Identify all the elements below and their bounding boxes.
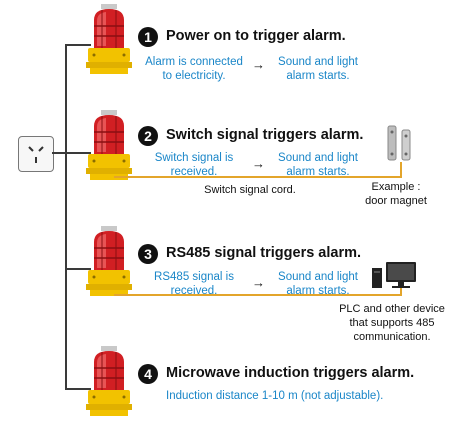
connector-line	[65, 44, 67, 390]
step-cause: Alarm is connected to electricity.	[145, 56, 243, 82]
step-cause: Switch signal is received.	[154, 152, 234, 178]
switch-signal-cord	[114, 176, 402, 178]
alarm-lamp-icon	[84, 226, 134, 305]
alarm-lamp-icon	[84, 4, 134, 83]
step-number-badge: 4	[138, 364, 158, 384]
arrow-icon: →	[252, 57, 265, 72]
step-number-badge: 1	[138, 27, 158, 47]
rs485-signal-cord	[114, 294, 402, 296]
device-label: PLC and other device that supports 485 c…	[339, 303, 445, 343]
step-number-badge: 2	[138, 126, 158, 146]
step-title: RS485 signal triggers alarm.	[166, 245, 362, 261]
switch-signal-cord	[400, 162, 402, 178]
step-effect: Sound and light alarm starts.	[278, 56, 358, 82]
step-number-badge: 3	[138, 244, 158, 264]
cord-label: Switch signal cord.	[204, 184, 296, 196]
device-label: Example : door magnet	[365, 181, 427, 207]
step-effect: Sound and light alarm starts.	[278, 152, 358, 178]
connector-line	[52, 152, 66, 154]
step-title: Power on to trigger alarm.	[166, 28, 346, 44]
arrow-icon: →	[252, 275, 265, 290]
alarm-lamp-icon	[84, 110, 134, 189]
step-title: Switch signal triggers alarm.	[166, 127, 364, 143]
step-note: Induction distance 1-10 m (not adjustabl…	[166, 390, 384, 402]
connector-line	[65, 152, 91, 154]
rs485-signal-cord	[400, 284, 402, 296]
connector-line	[65, 388, 91, 390]
arrow-icon: →	[252, 156, 265, 171]
door-magnet-icon	[386, 124, 416, 169]
connector-line	[65, 44, 91, 46]
power-socket-icon	[18, 136, 54, 172]
step-title: Microwave induction triggers alarm.	[166, 365, 415, 381]
computer-icon	[372, 260, 418, 295]
alarm-lamp-icon	[84, 346, 134, 425]
connector-line	[65, 268, 91, 270]
